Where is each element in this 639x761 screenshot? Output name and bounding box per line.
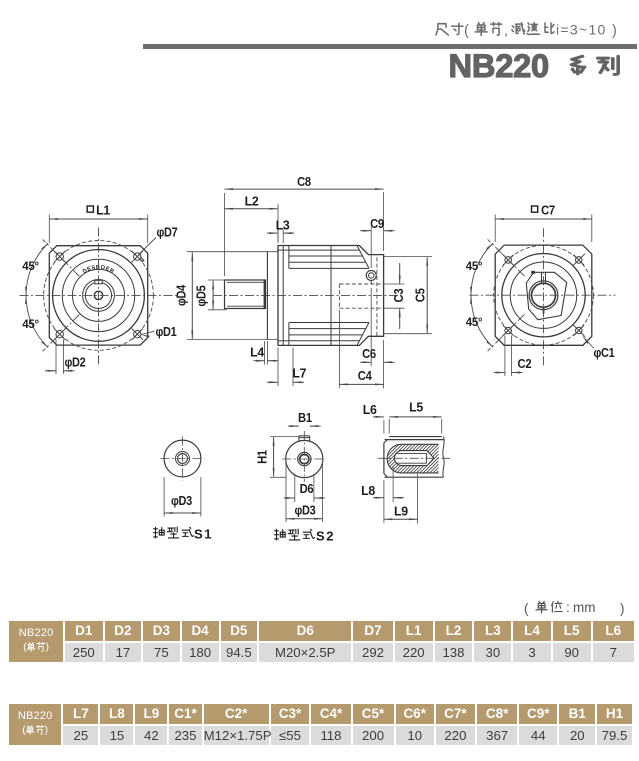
svg-text:i=3~10: i=3~10 bbox=[556, 22, 607, 38]
svg-text:φD3: φD3 bbox=[171, 494, 192, 508]
svg-text:L4: L4 bbox=[250, 346, 264, 360]
svg-text:B1: B1 bbox=[298, 411, 312, 425]
svg-text:L8: L8 bbox=[361, 484, 375, 498]
svg-text:φD3: φD3 bbox=[295, 504, 316, 518]
svg-text:φD1: φD1 bbox=[156, 325, 177, 339]
svg-text:L1: L1 bbox=[96, 204, 110, 218]
svg-text:(: ( bbox=[524, 601, 529, 616]
svg-text:φC1: φC1 bbox=[594, 346, 615, 360]
svg-text:S2: S2 bbox=[316, 529, 335, 544]
svg-text:φD5: φD5 bbox=[195, 285, 209, 306]
svg-text:φD2: φD2 bbox=[65, 356, 86, 370]
svg-text:C5: C5 bbox=[414, 288, 428, 302]
svg-text::: : bbox=[566, 600, 570, 615]
svg-text:L2: L2 bbox=[245, 194, 259, 208]
svg-text:φD7: φD7 bbox=[157, 226, 178, 240]
svg-text:D6: D6 bbox=[300, 482, 314, 496]
svg-text:): ) bbox=[620, 601, 625, 616]
svg-text:mm: mm bbox=[573, 600, 596, 615]
svg-text:C6: C6 bbox=[362, 347, 376, 361]
svg-text:H1: H1 bbox=[256, 450, 270, 464]
svg-text:C7: C7 bbox=[541, 204, 555, 218]
svg-text:45°: 45° bbox=[22, 261, 39, 273]
svg-text:): ) bbox=[612, 23, 617, 39]
svg-text:C2: C2 bbox=[518, 357, 532, 371]
svg-text:C9: C9 bbox=[370, 217, 384, 231]
svg-text:45°: 45° bbox=[466, 317, 483, 329]
svg-text:,: , bbox=[504, 23, 508, 39]
svg-text:C3: C3 bbox=[392, 288, 406, 302]
svg-text:S1: S1 bbox=[194, 527, 213, 542]
svg-text:DESBOER: DESBOER bbox=[82, 265, 115, 275]
svg-text:(: ( bbox=[464, 23, 469, 39]
svg-text:C4: C4 bbox=[358, 369, 372, 383]
svg-text:L3: L3 bbox=[276, 219, 290, 233]
svg-text:L5: L5 bbox=[409, 401, 423, 415]
svg-text:45°: 45° bbox=[22, 319, 39, 331]
svg-text:φD4: φD4 bbox=[174, 285, 188, 306]
svg-text:L9: L9 bbox=[394, 505, 408, 519]
svg-text:NB220: NB220 bbox=[449, 48, 550, 84]
svg-text:L7: L7 bbox=[292, 367, 306, 381]
svg-text:L6: L6 bbox=[363, 403, 377, 417]
svg-text:C8: C8 bbox=[297, 175, 311, 189]
svg-text:45°: 45° bbox=[466, 261, 483, 273]
